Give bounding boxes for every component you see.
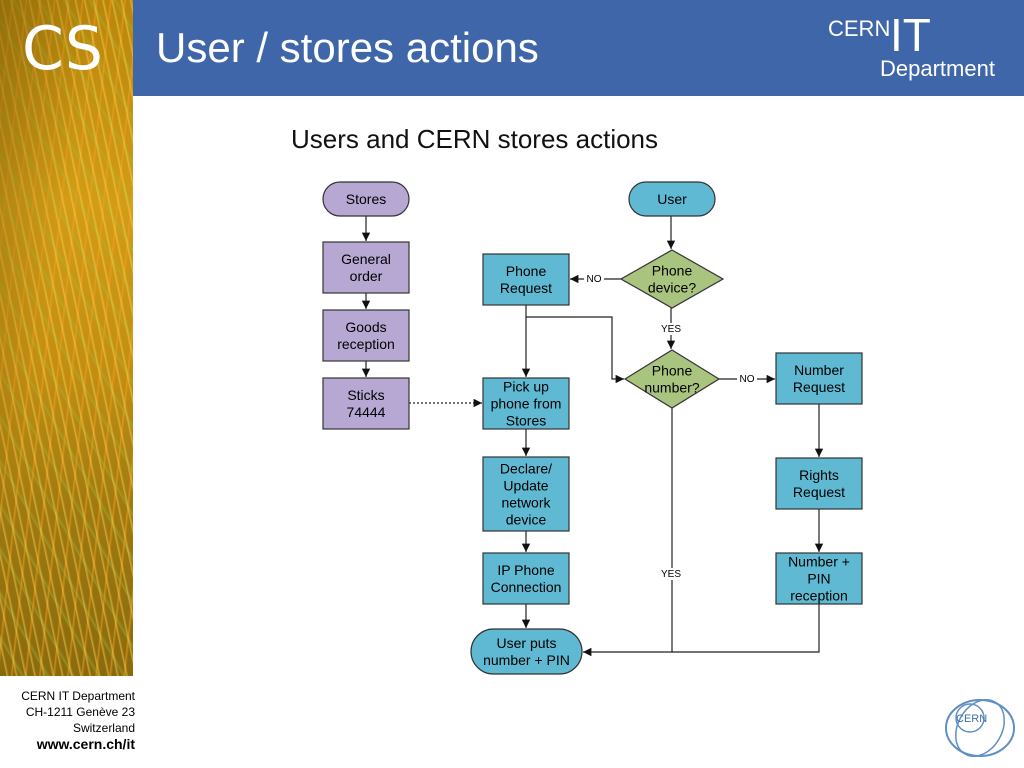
cern-it-logo: CERN IT Department — [818, 9, 1018, 84]
edge-request-number — [526, 316, 624, 384]
node-label: reception — [790, 588, 848, 604]
node-label: reception — [337, 336, 395, 352]
node-label: General — [341, 251, 391, 267]
header-bar: User / stores actions CERN IT Department — [133, 0, 1024, 96]
node-label: IP Phone — [497, 562, 555, 578]
node-label: Request — [500, 280, 552, 296]
node-label: Sticks — [347, 387, 384, 403]
cs-logo: CS — [22, 14, 104, 84]
node-label: Connection — [491, 579, 562, 595]
node-label: Request — [793, 379, 845, 395]
node-label: phone from — [491, 396, 562, 412]
logo-it-text: IT — [890, 9, 931, 61]
footer-line-dept: CERN IT Department — [21, 689, 135, 703]
node-label: Number + — [788, 554, 850, 570]
edge-number-userputs — [583, 408, 673, 657]
node-label: Declare/ — [500, 461, 552, 477]
edge-label-no-device: NO — [587, 274, 602, 285]
node-label: Stores — [506, 413, 546, 429]
node-label: order — [350, 268, 383, 284]
node-label: number? — [644, 380, 699, 396]
node-label: device? — [648, 280, 696, 296]
node-label: Phone — [652, 363, 693, 379]
node-label: User — [657, 191, 687, 207]
seal-text: CERN — [956, 713, 987, 725]
footer-line-city: CH-1211 Genève 23 — [25, 705, 135, 719]
logo-department-text: Department — [880, 56, 995, 81]
logo-cern-text: CERN — [828, 16, 891, 41]
node-user: User — [628, 181, 716, 217]
node-label: Pick up — [503, 379, 549, 395]
footer-url[interactable]: www.cern.ch/it — [36, 736, 135, 752]
footer-address: CERN IT Department CH-1211 Genève 23 Swi… — [0, 688, 135, 752]
node-label: User puts — [497, 635, 557, 651]
edge-label-yes-device: YES — [661, 324, 681, 335]
node-label: Goods — [345, 319, 386, 335]
node-label: Request — [793, 484, 845, 500]
node-label: Rights — [799, 467, 839, 483]
node-label: device — [506, 512, 547, 528]
footer-line-country: Switzerland — [72, 721, 135, 735]
node-label: Stores — [346, 191, 386, 207]
node-label: number + PIN — [483, 652, 570, 668]
page-title: User / stores actions — [156, 24, 539, 71]
node-label: Phone — [506, 263, 547, 279]
cern-seal-logo: CERN — [945, 699, 1015, 757]
node-label: network — [501, 495, 551, 511]
node-label: Phone — [652, 263, 693, 279]
edge-label-no-number: NO — [740, 374, 755, 385]
node-stores: Stores — [322, 181, 410, 217]
node-label: 74444 — [347, 404, 386, 420]
edge-label-yes-number: YES — [661, 569, 681, 580]
edge-pin-userputs — [672, 604, 820, 653]
flowchart-title: Users and CERN stores actions — [291, 124, 659, 154]
node-label: Update — [503, 478, 548, 494]
node-label: Number — [794, 362, 844, 378]
node-label: PIN — [807, 571, 830, 587]
sidebar-photo: CS — [0, 0, 133, 676]
